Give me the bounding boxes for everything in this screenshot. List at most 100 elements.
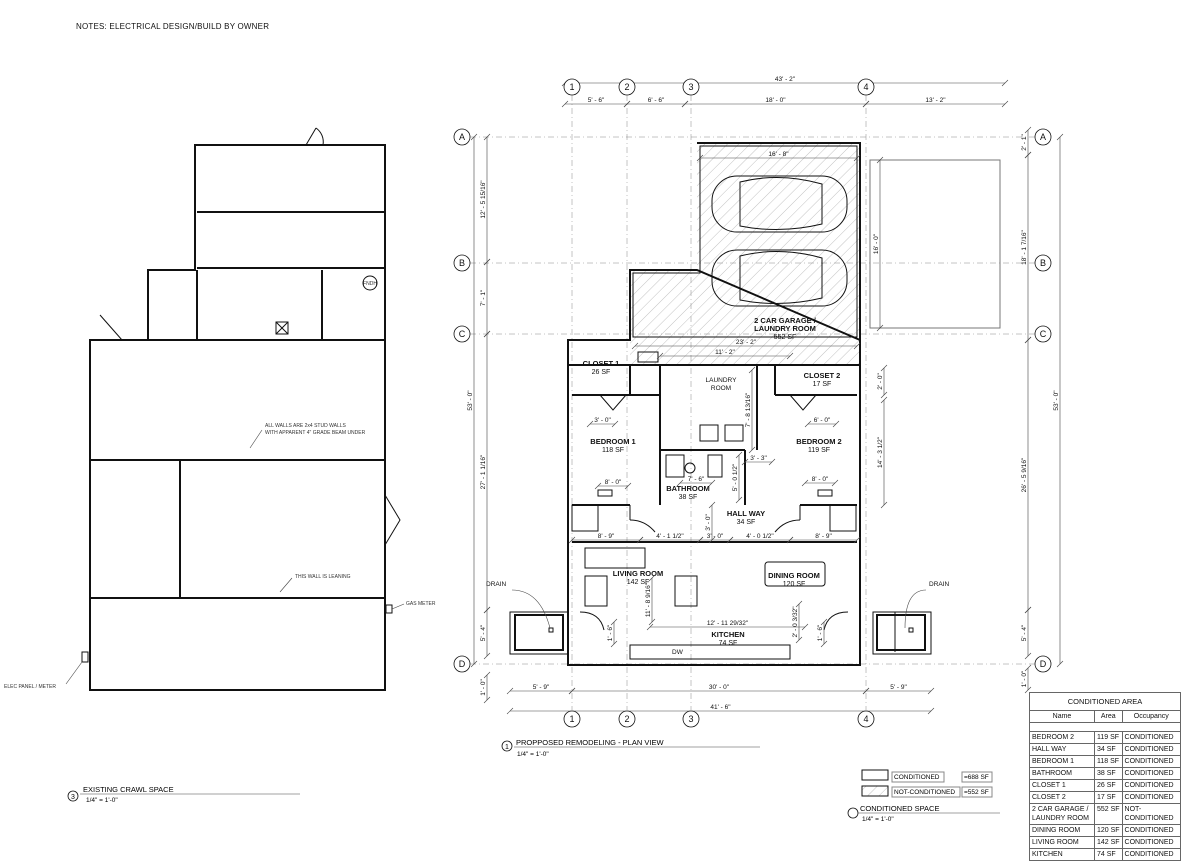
grid-bubble-row-label: D [459,659,466,669]
dim-bedroom2-bottom-tick [831,479,839,487]
proposed-interior-line [632,145,858,338]
grid-bubble-row-label: C [459,329,466,339]
desk-symbol [571,504,599,532]
car-symbol-1 [711,175,848,233]
dim-left-e-tick [483,696,491,704]
dryer-symbol [724,424,744,442]
legend-conditioned-sf: =688 SF [964,774,989,781]
room-name-garage: 2 CAR GARAGE / [754,316,817,325]
grid-bubble-col [857,78,875,96]
legend: CONDITIONED =688 SF NOT-CONDITIONED =552… [847,769,1000,823]
dim-garage-width-tick [853,154,861,162]
sheet-notes: NOTES: ELECTRICAL DESIGN/BUILD BY OWNER [76,22,270,31]
grid-bubble-row-label: C [1040,329,1047,339]
leader [249,429,263,449]
room-name-laundry: LAUNDRY [706,377,738,384]
grid-bubble-row [1034,655,1052,673]
existing-crawl-space-plan: FNDH ALL WALLS ARE 2x4 STUD WALLS WITH A… [4,127,436,804]
table-cell-area: 552 SF [1093,803,1123,825]
dim-bath-bottom: 7' - 6" [688,476,705,483]
elec-panel-label: ELEC PANEL / METER [4,684,56,690]
dim-bedroom2-bottom: 8' - 0" [812,476,829,483]
dim-bottom-2-tick [568,687,576,695]
dim-living-height-tick [648,618,656,626]
dim-carport-height-tick [876,324,884,332]
room-name-garage-2: LAUNDRY ROOM [754,324,816,333]
table-cell-area: 26 SF [1093,779,1123,792]
room-area-closet2: 17 SF [813,381,832,388]
dim-bottom-3-tick [862,687,870,695]
legend-box [961,771,993,783]
dim-carport-height: 16' - 0" [873,233,880,254]
dim-left-b-tick [483,258,491,266]
dim-hall-5-tick [786,536,794,544]
access-hatch [275,321,289,335]
legend-title: CONDITIONED SPACE [860,804,939,813]
dim-bottom-overall: 41' - 6" [710,704,731,711]
table-cell-name: LIVING ROOM [1029,836,1095,849]
grid-bubble-col-label: 2 [624,82,629,92]
dim-bedroom2-height-tick [880,396,888,404]
floor-plan-drawing: FNDH ALL WALLS ARE 2x4 STUD WALLS WITH A… [4,76,1064,823]
dim-living-height-tick [648,574,656,582]
table-cell-name: HALL WAY [1029,743,1095,756]
dim-right-d-tick [1024,652,1032,660]
fixture-label: FNDH [363,281,377,287]
legend-swatch-conditioned [861,769,889,781]
table-cell-occupancy: CONDITIONED [1121,791,1182,804]
dim-left-e: 1' - 0" [480,679,487,696]
room-area-hallway: 34 SF [737,519,756,526]
dim-carport-height-tick [876,156,884,164]
dim-kitchen-right: 1' - 6" [817,624,824,641]
legend-not-conditioned-sf: =552 SF [964,789,989,796]
gas-meter-symbol [385,604,393,614]
dim-left-e-tick [483,671,491,679]
drain-pit-right-wall [876,614,926,651]
dim-closet2-height: 2' - 0" [877,373,884,390]
existing-scale: 1/4" = 1'-0" [86,797,118,804]
dim-bedroom2-top-tick [804,420,812,428]
water-heater-symbol [637,351,659,363]
table-cell-occupancy: CONDITIONED [1121,836,1182,849]
table-cell-area: 120 SF [1093,824,1123,837]
proposed-exterior-wall [567,142,861,666]
dim-bottom-overall-tick [927,707,935,715]
dim-hall-3-tick [696,536,704,544]
bed-symbol [817,489,833,497]
tub-symbol [665,454,685,478]
dim-bedroom1-bottom-tick [624,482,632,490]
dim-kitchen-height-tick [795,600,803,608]
dim-top-2-tick [623,100,631,108]
dim-hall-vertical-tick [708,501,716,509]
room-area-kitchen: 74 SF [719,640,738,647]
dim-bath-height: 5' - 0 1/2" [732,463,739,491]
drawing-sheet: NOTES: ELECTRICAL DESIGN/BUILD BY OWNER … [4,22,1182,861]
dim-bedroom1-top-tick [586,420,594,428]
gas-meter-label: GAS METER [406,601,436,607]
grid-bubble-col [682,78,700,96]
dim-bedroom2-top-tick [832,420,840,428]
dim-hall-4-tick [726,536,734,544]
drain-pit-left [509,611,569,655]
access-hatch [275,321,289,335]
dim-top-4-tick [862,100,870,108]
dim-laundry-height-tick [748,446,756,454]
grid-bubble-col-label: 4 [863,714,868,724]
dim-bath-height-tick [735,496,743,504]
table-cell-area: 38 SF [1093,767,1123,780]
legend-box [891,786,961,798]
grid-bubble-row-label: D [1040,659,1047,669]
table-cell-occupancy: CONDITIONED [1121,731,1182,744]
dim-bottom-1: 5' - 9" [533,684,550,691]
dim-living-height: 11' - 8 9/16" [645,582,652,617]
dim-garage-width-2-tick [853,342,861,350]
fixtures [571,351,857,660]
dim-right-b: 18' - 1 7/16" [1021,230,1028,265]
dim-hall-4: 4' - 0 1/2" [746,533,774,540]
door-swing [315,127,324,146]
room-name-closet1: CLOSET 1 [583,359,620,368]
